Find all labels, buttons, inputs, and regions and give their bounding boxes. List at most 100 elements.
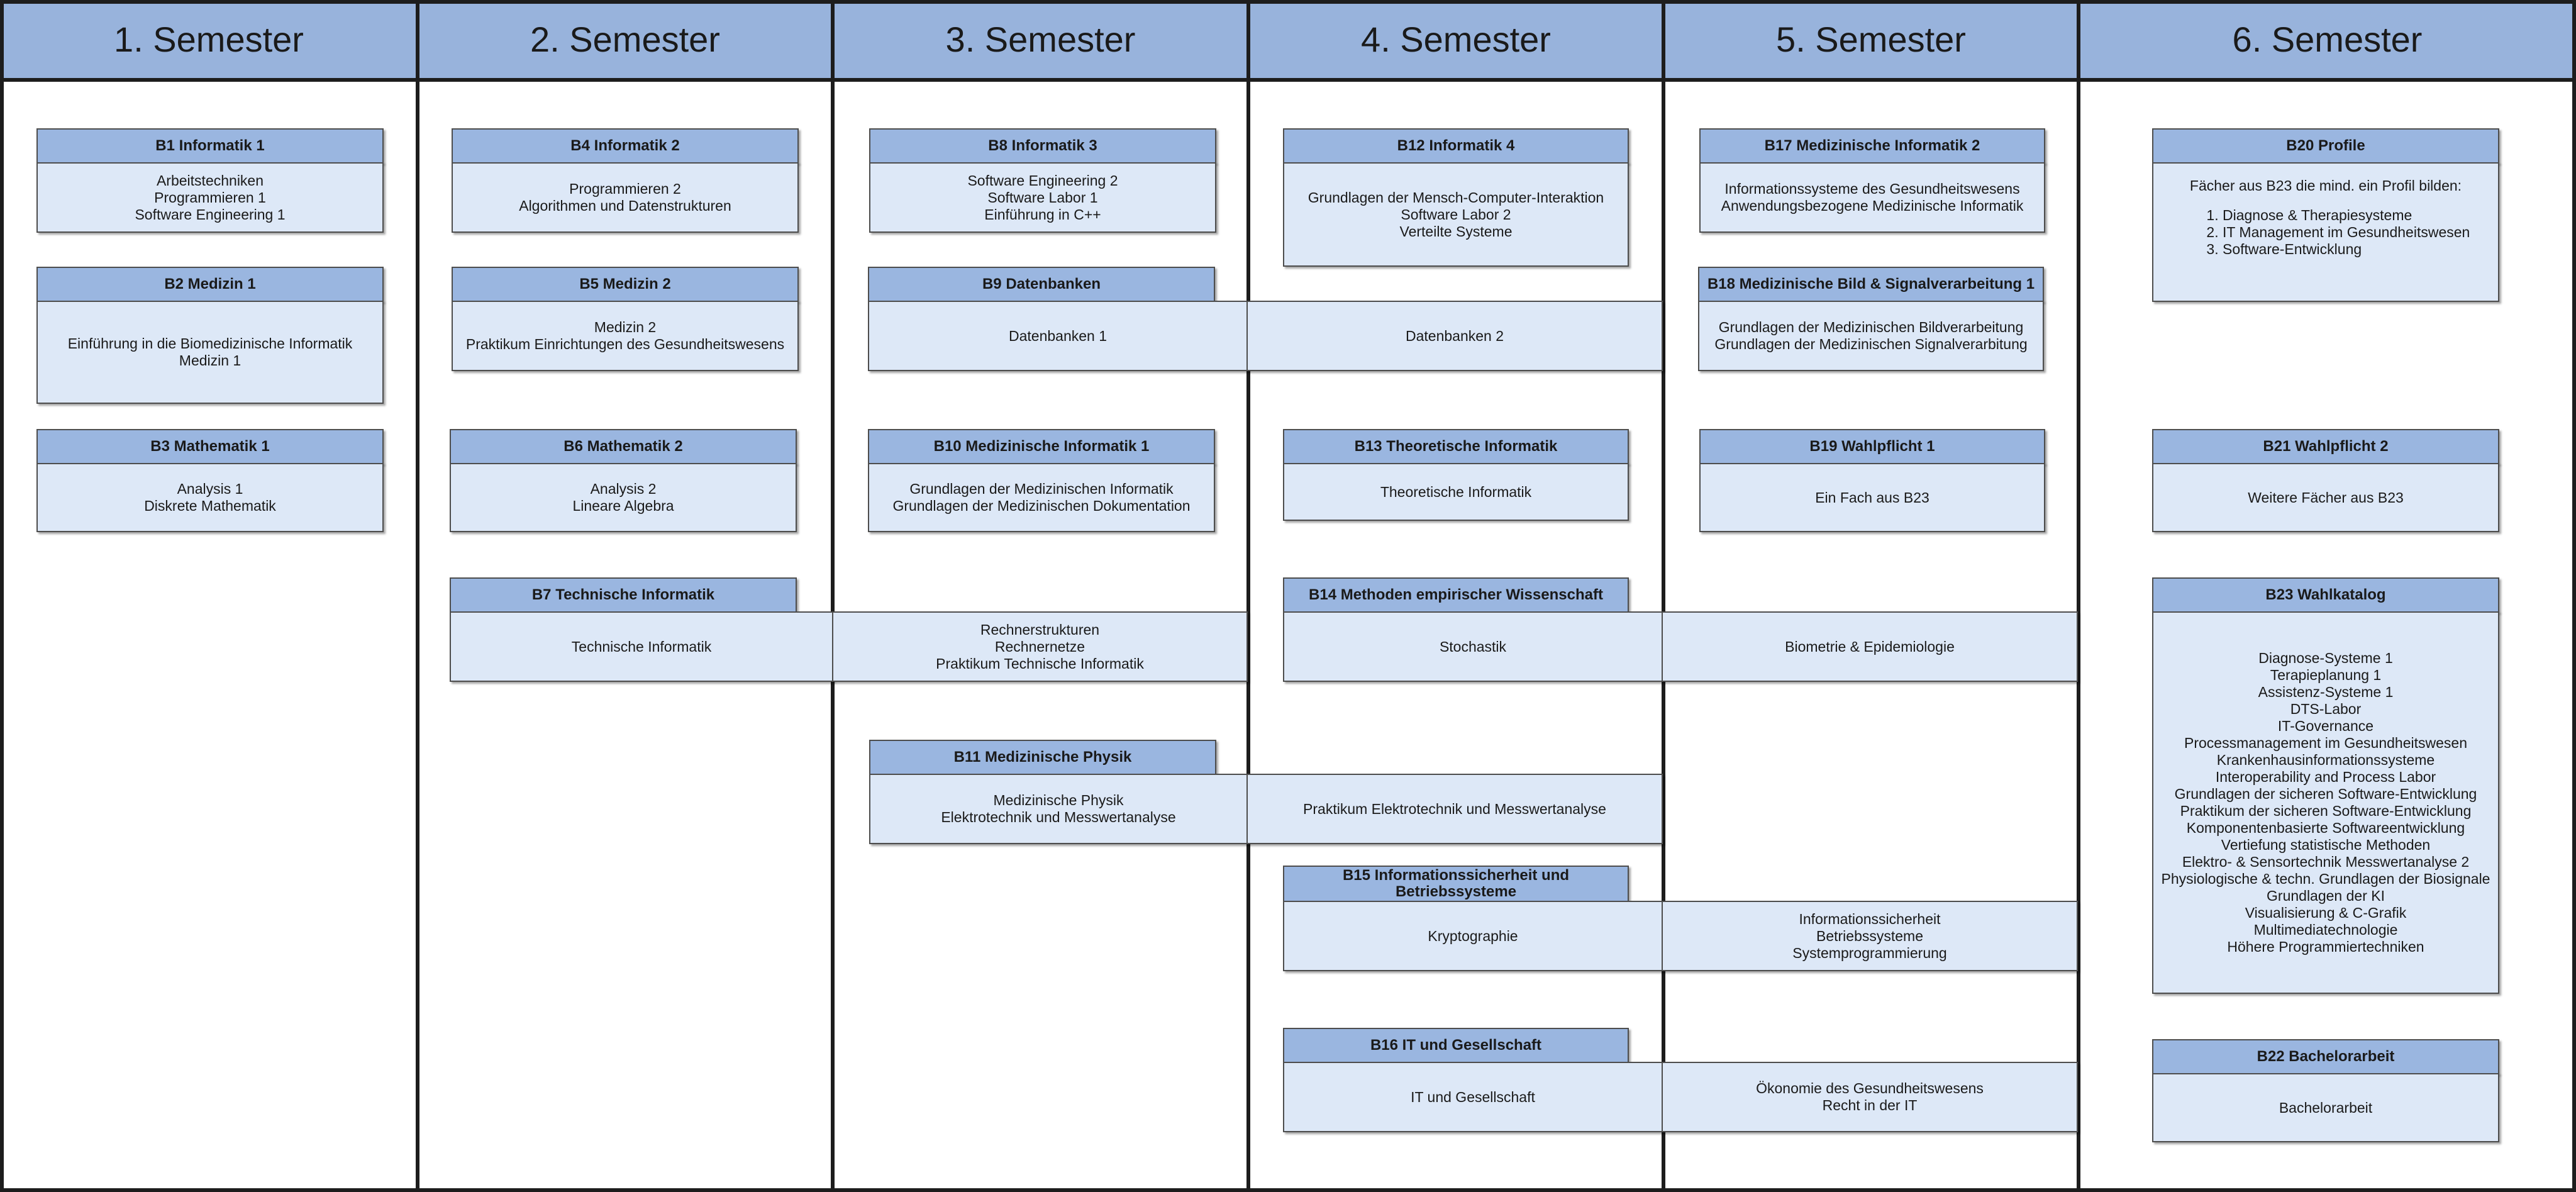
- module-b5-title: B5 Medizin 2: [452, 267, 799, 302]
- column-divider: [831, 0, 835, 1192]
- module-line: Praktikum Elektrotechnik und Messwertana…: [1303, 800, 1606, 817]
- catalog-item: Elektro- & Sensortechnik Messwertanalyse…: [2182, 854, 2470, 870]
- module-line: Theoretische Informatik: [1380, 483, 1532, 500]
- module-b6-body: Analysis 2 Lineare Algebra: [450, 463, 797, 532]
- module-line: Grundlagen der Medizinischen Dokumentati…: [892, 498, 1191, 514]
- semester-header-6: 6. Semester: [2079, 0, 2576, 82]
- catalog-item: Diagnose-Systeme 1: [2258, 650, 2393, 666]
- module-b20-body: Fächer aus B23 die mind. ein Profil bild…: [2152, 162, 2499, 302]
- semester-header-2: 2. Semester: [418, 0, 833, 82]
- module-b17-body: Informationssysteme des Gesundheitswesen…: [1699, 162, 2045, 233]
- module-b14-title: B14 Methoden empirischer Wissenschaft: [1283, 577, 1629, 613]
- module-b8-body: Software Engineering 2 Software Labor 1 …: [869, 162, 1216, 233]
- module-b14-body: Stochastik: [1283, 611, 1663, 682]
- module-b4-title: B4 Informatik 2: [452, 128, 799, 164]
- module-line: Datenbanken 2: [1405, 327, 1504, 344]
- module-b7-body-continued: Rechnerstrukturen Rechnernetze Praktikum…: [832, 611, 1248, 682]
- module-line: Diskrete Mathematik: [144, 498, 276, 514]
- catalog-item: Visualisierung & C-Grafik: [2245, 905, 2407, 921]
- module-b21-title: B21 Wahlpflicht 2: [2152, 429, 2499, 464]
- module-line: Software Labor 1: [987, 189, 1098, 206]
- profile-list-item: IT Management im Gesundheitswesen: [2223, 224, 2498, 241]
- catalog-item: Grundlagen der sicheren Software-Entwick…: [2174, 786, 2477, 802]
- catalog-item: IT-Governance: [2277, 718, 2374, 734]
- module-line: IT und Gesellschaft: [1411, 1088, 1535, 1105]
- module-line: Datenbanken 1: [1008, 327, 1107, 344]
- module-line: Technische Informatik: [571, 638, 712, 655]
- column-divider: [2077, 0, 2080, 1192]
- module-line: Grundlagen der Medizinischen Informatik: [909, 481, 1174, 497]
- module-line: Grundlagen der Mensch-Computer-Interakti…: [1307, 189, 1604, 206]
- module-b2-title: B2 Medizin 1: [36, 267, 384, 302]
- module-b22-body: Bachelorarbeit: [2152, 1073, 2499, 1142]
- catalog-item: Terapieplanung 1: [2270, 667, 2382, 683]
- module-b18-title: B18 Medizinische Bild & Signalverarbeitu…: [1698, 267, 2044, 302]
- catalog-item: Interoperability and Process Labor: [2215, 769, 2436, 785]
- profile-list-item: Diagnose & Therapiesysteme: [2223, 207, 2498, 224]
- module-line: Biometrie & Epidemiologie: [1785, 638, 1955, 655]
- module-line: Betriebssysteme: [1816, 927, 1923, 944]
- module-b14-body-continued: Biometrie & Epidemiologie: [1662, 611, 2078, 682]
- module-title-line: Betriebssysteme: [1395, 883, 1517, 900]
- module-line: Einführung in die Biomedizinische Inform…: [67, 335, 353, 352]
- module-b15-title: B15 Informationssicherheit und Betriebss…: [1283, 866, 1629, 902]
- module-line: Bachelorarbeit: [2279, 1099, 2373, 1116]
- module-line: Analysis 2: [590, 481, 657, 497]
- module-line: Software Engineering 1: [135, 206, 286, 223]
- module-line: Ökonomie des Gesundheitswesens: [1756, 1080, 1984, 1096]
- column-divider: [1662, 0, 1665, 1192]
- module-b10-title: B10 Medizinische Informatik 1: [868, 429, 1215, 464]
- module-b8-title: B8 Informatik 3: [869, 128, 1216, 164]
- catalog-item: Praktikum der sicheren Software-Entwickl…: [2180, 803, 2472, 819]
- module-b9-body-continued: Datenbanken 2: [1246, 301, 1663, 371]
- semester-header-5: 5. Semester: [1663, 0, 2079, 82]
- module-b10-body: Grundlagen der Medizinischen Informatik …: [868, 463, 1215, 532]
- module-line: Software Engineering 2: [967, 172, 1118, 189]
- module-line: Systemprogrammierung: [1792, 944, 1947, 961]
- module-b16-body-continued: Ökonomie des Gesundheitswesens Recht in …: [1662, 1062, 2078, 1132]
- module-line: Grundlagen der Medizinischen Signalverar…: [1714, 336, 2028, 352]
- module-b12-body: Grundlagen der Mensch-Computer-Interakti…: [1283, 162, 1629, 267]
- catalog-item: Höhere Programmiertechniken: [2227, 939, 2424, 955]
- column-divider: [0, 0, 4, 1192]
- module-line: Algorithmen und Datenstrukturen: [519, 198, 731, 214]
- module-line: Arbeitstechniken: [156, 172, 264, 189]
- column-divider: [416, 0, 419, 1192]
- module-line: Kryptographie: [1428, 927, 1518, 944]
- module-b11-body: Medizinische Physik Elektrotechnik und M…: [869, 774, 1248, 844]
- module-b17-title: B17 Medizinische Informatik 2: [1699, 128, 2045, 164]
- module-line: Verteilte Systeme: [1399, 223, 1513, 240]
- catalog-item: Physiologische & techn. Grundlagen der B…: [2161, 871, 2490, 887]
- column-divider: [1246, 0, 1250, 1192]
- module-line: Anwendungsbezogene Medizinische Informat…: [1721, 198, 2024, 214]
- module-b16-body: IT und Gesellschaft: [1283, 1062, 1663, 1132]
- frame-bottom-line: [0, 1188, 2576, 1192]
- module-b15-body: Kryptographie: [1283, 901, 1663, 971]
- semester-header-3: 3. Semester: [833, 0, 1248, 82]
- module-b2-body: Einführung in die Biomedizinische Inform…: [36, 301, 384, 404]
- module-b9-title: B9 Datenbanken: [868, 267, 1215, 302]
- profile-list-item: Software-Entwicklung: [2223, 241, 2498, 258]
- module-b19-body: Ein Fach aus B23: [1699, 463, 2045, 532]
- catalog-item: Assistenz-Systeme 1: [2258, 684, 2394, 700]
- catalog-item: Multimediatechnologie: [2253, 922, 2398, 938]
- module-b4-body: Programmieren 2 Algorithmen und Datenstr…: [452, 162, 799, 233]
- module-line: Weitere Fächer aus B23: [2248, 489, 2404, 506]
- module-b12-title: B12 Informatik 4: [1283, 128, 1629, 164]
- module-line: Praktikum Technische Informatik: [936, 655, 1144, 672]
- module-intro-text: Fächer aus B23 die mind. ein Profil bild…: [2189, 177, 2462, 194]
- module-line: Software Labor 2: [1401, 206, 1511, 223]
- module-line: Medizinische Physik: [993, 792, 1124, 808]
- module-b18-body: Grundlagen der Medizinischen Bildverarbe…: [1698, 301, 2044, 371]
- module-b9-body: Datenbanken 1: [868, 301, 1248, 371]
- module-b7-body: Technische Informatik: [450, 611, 833, 682]
- catalog-item: Processmanagement im Gesundheitswesen: [2184, 735, 2467, 751]
- module-line: Stochastik: [1439, 638, 1507, 655]
- module-line: Programmieren 1: [154, 189, 266, 206]
- module-b23-title: B23 Wahlkatalog: [2152, 577, 2499, 613]
- module-line: Analysis 1: [177, 481, 243, 497]
- module-title-line: B15 Informationssicherheit und: [1342, 867, 1570, 884]
- module-b20-title: B20 Profile: [2152, 128, 2499, 164]
- module-line: Praktikum Einrichtungen des Gesundheitsw…: [465, 336, 785, 352]
